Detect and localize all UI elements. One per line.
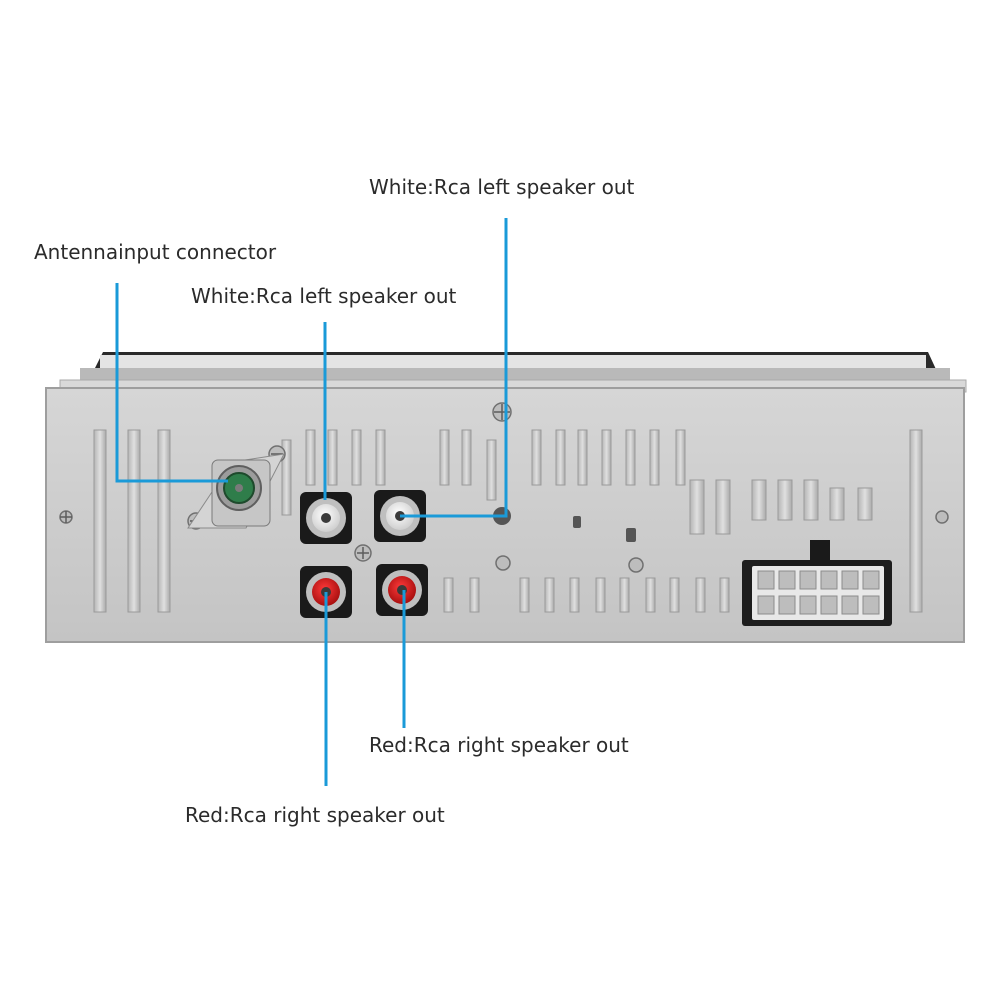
- rca-white-jack-left: [300, 492, 352, 544]
- wiring-harness-icon: [742, 540, 892, 626]
- leader-lines: [115, 218, 508, 786]
- white-rca-left-label-top: White:Rca left speaker out: [369, 175, 635, 199]
- antenna-connector-icon: [187, 453, 285, 529]
- red-rca-right-label-upper: Red:Rca right speaker out: [369, 733, 629, 757]
- heat-sink-fins: [93, 429, 923, 613]
- white-rca-left-label-middle: White:Rca left speaker out: [191, 284, 457, 308]
- top-cover: [80, 352, 950, 382]
- antenna-leader-line: [115, 283, 228, 483]
- red-rca-right-label-lower: Red:Rca right speaker out: [185, 803, 445, 827]
- white-top-leader-line: [400, 218, 508, 518]
- antenna-input-label: Antennainput connector: [34, 240, 277, 264]
- rca-red-jack-right: [376, 564, 428, 616]
- rca-white-jack-right: [374, 490, 426, 542]
